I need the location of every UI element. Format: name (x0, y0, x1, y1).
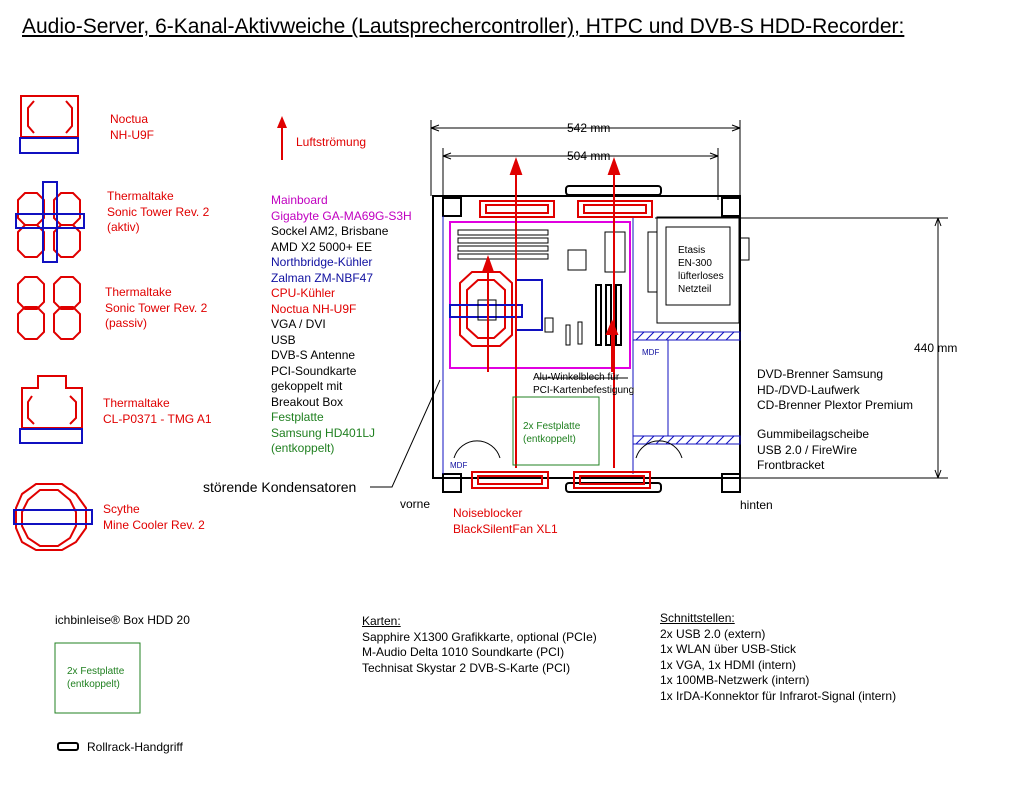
case-hdd-box (512, 396, 600, 466)
feet-arcs (453, 440, 683, 459)
capacitor-pointer (370, 379, 441, 488)
case-hdd-label: 2x Festplatte(entkoppelt) (523, 421, 581, 445)
mainboard-outline (449, 221, 631, 369)
interfaces-list: Schnittstellen: 2x USB 2.0 (extern) 1x W… (660, 611, 897, 703)
back-label: hinten (740, 498, 773, 512)
noctua-nh-u9f-icon (19, 95, 79, 154)
airflow-arrows (481, 157, 621, 468)
box-hdd20-outline (54, 642, 141, 714)
component-list: Mainboard Gigabyte GA-MA69G-S3H Sockel A… (271, 193, 412, 455)
page-title: Audio-Server, 6-Kanal-Aktivweiche (Lauts… (22, 15, 905, 38)
rollrack-handle-icon (57, 742, 79, 751)
cards-list: Karten: Sapphire X1300 Grafikkarte, opti… (362, 614, 597, 675)
handle-label: Rollrack-Handgriff (87, 740, 183, 754)
dim-outer: 542 mm (567, 121, 611, 135)
mdf-label-left: MDF (450, 461, 468, 470)
box-hdd20-label: 2x Festplatte(entkoppelt) (67, 666, 125, 690)
capacitors-label: störende Kondensatoren (203, 479, 357, 495)
cl-p0371-icon (19, 375, 83, 444)
airflow-arrow-icon (277, 116, 287, 160)
mdf-label-right: MDF (642, 348, 660, 357)
airflow-label: Luftströmung (296, 135, 367, 149)
top-fans (479, 200, 653, 218)
board-cpu-cooler (449, 271, 543, 347)
front-label: vorne (400, 497, 431, 511)
scythe-mine-icon (13, 483, 93, 551)
psu-outline (647, 216, 750, 324)
box-hdd20-title: ichbinleise® Box HDD 20 (55, 613, 190, 627)
drive-bay (632, 331, 741, 445)
bottom-fans (471, 471, 651, 489)
sonic-tower-passive-icon (17, 276, 81, 340)
sonic-tower-active-icon (15, 181, 85, 263)
dim-inner: 504 mm (567, 149, 611, 163)
dimension-lines (430, 120, 948, 479)
case-outline (432, 195, 741, 493)
dim-height: 440 mm (914, 341, 958, 355)
